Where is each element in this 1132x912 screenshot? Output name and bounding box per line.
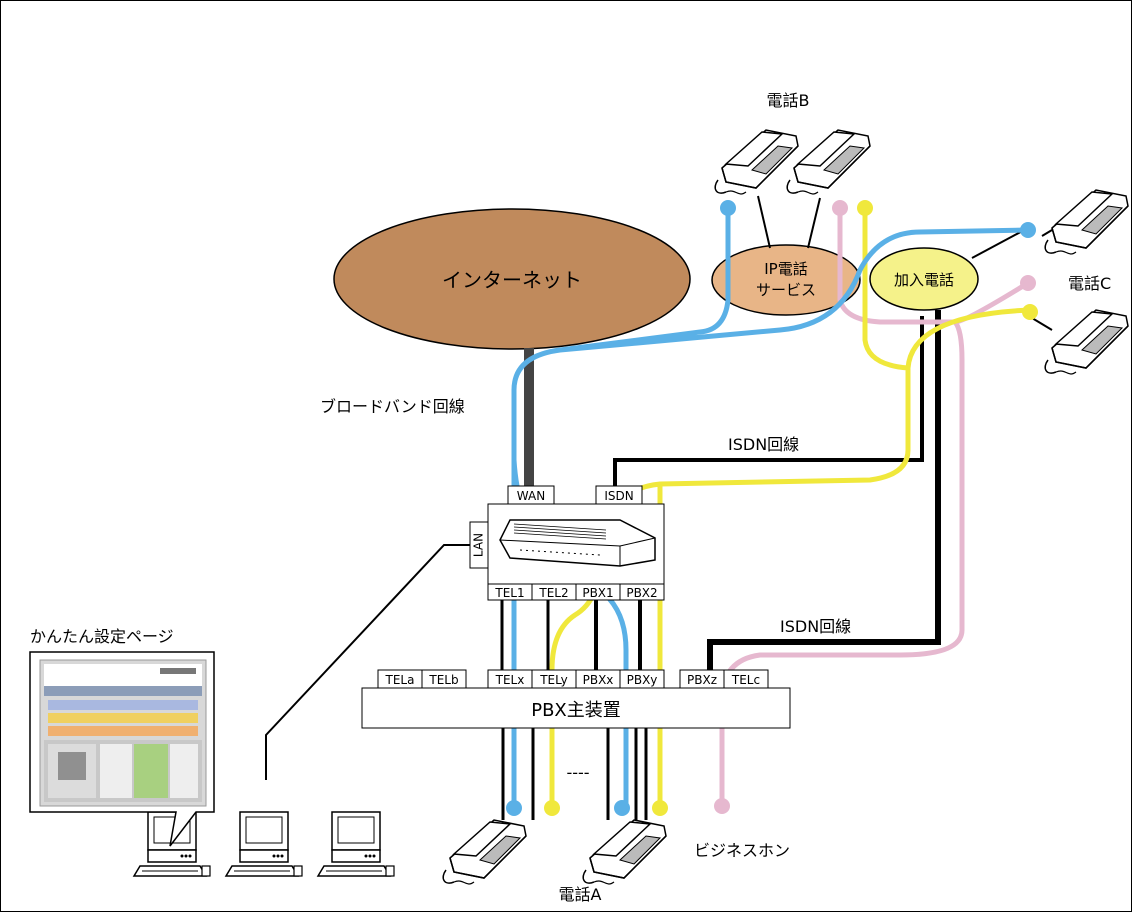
port-pbx2: PBX2 [626, 586, 657, 600]
port-tela: TELa [385, 673, 415, 687]
pc-3-icon [317, 811, 395, 877]
dashes-label: ---- [566, 763, 589, 782]
subscriber-phone-label: 加入電話 [894, 271, 954, 289]
phone-c-1-icon [1044, 189, 1129, 255]
port-telc: TELc [731, 673, 760, 687]
router-device-icon [487, 503, 665, 585]
port-wan: WAN [517, 489, 545, 503]
ip-phone-service [711, 244, 861, 316]
isdn-line-lower [707, 310, 941, 670]
phone-b-2-icon [786, 129, 871, 195]
subscriber-phone-network [869, 247, 979, 311]
port-tel2: TEL2 [538, 586, 568, 600]
port-lan: LAN [472, 533, 486, 557]
port-tel1: TEL1 [494, 586, 524, 600]
broadband-label: ブロードバンド回線 [320, 397, 465, 416]
phone-b-1-icon [714, 129, 799, 195]
pbx-main-label: PBX主装置 [531, 700, 621, 721]
setup-webpage-thumbnail [29, 651, 215, 847]
pc-2-icon [225, 811, 303, 877]
business-phone-label: ビジネスホン [694, 841, 790, 860]
isdn-line-upper [613, 316, 924, 486]
port-pbxx: PBXx [583, 673, 614, 687]
phone-a-label: 電話A [559, 885, 602, 904]
phone-a-2-icon [582, 819, 667, 885]
phone-a-1-icon [442, 819, 527, 885]
broadband-line [524, 348, 534, 486]
port-pbxz: PBXz [687, 673, 717, 687]
internet-cloud [333, 208, 691, 350]
phone-c-2-icon [1044, 309, 1129, 375]
isdn-upper-label: ISDN回線 [728, 435, 799, 454]
internet-label: インターネット [442, 268, 582, 292]
pbx-main-unit [361, 687, 791, 729]
port-pbxy: PBXy [627, 673, 658, 687]
ip-service-label-1: IP電話 [764, 260, 807, 278]
port-isdn: ISDN [604, 489, 633, 503]
isdn-lower-label: ISDN回線 [780, 617, 851, 636]
easy-setup-label: かんたん設定ページ [30, 627, 174, 646]
phone-b-label: 電話B [767, 91, 810, 110]
ip-service-label-2: サービス [756, 281, 816, 299]
port-tely: TELy [539, 673, 568, 687]
port-pbx1: PBX1 [582, 586, 613, 600]
port-telx: TELx [495, 673, 525, 687]
port-telb: TELb [428, 673, 458, 687]
phone-c-label: 電話C [1068, 274, 1111, 293]
